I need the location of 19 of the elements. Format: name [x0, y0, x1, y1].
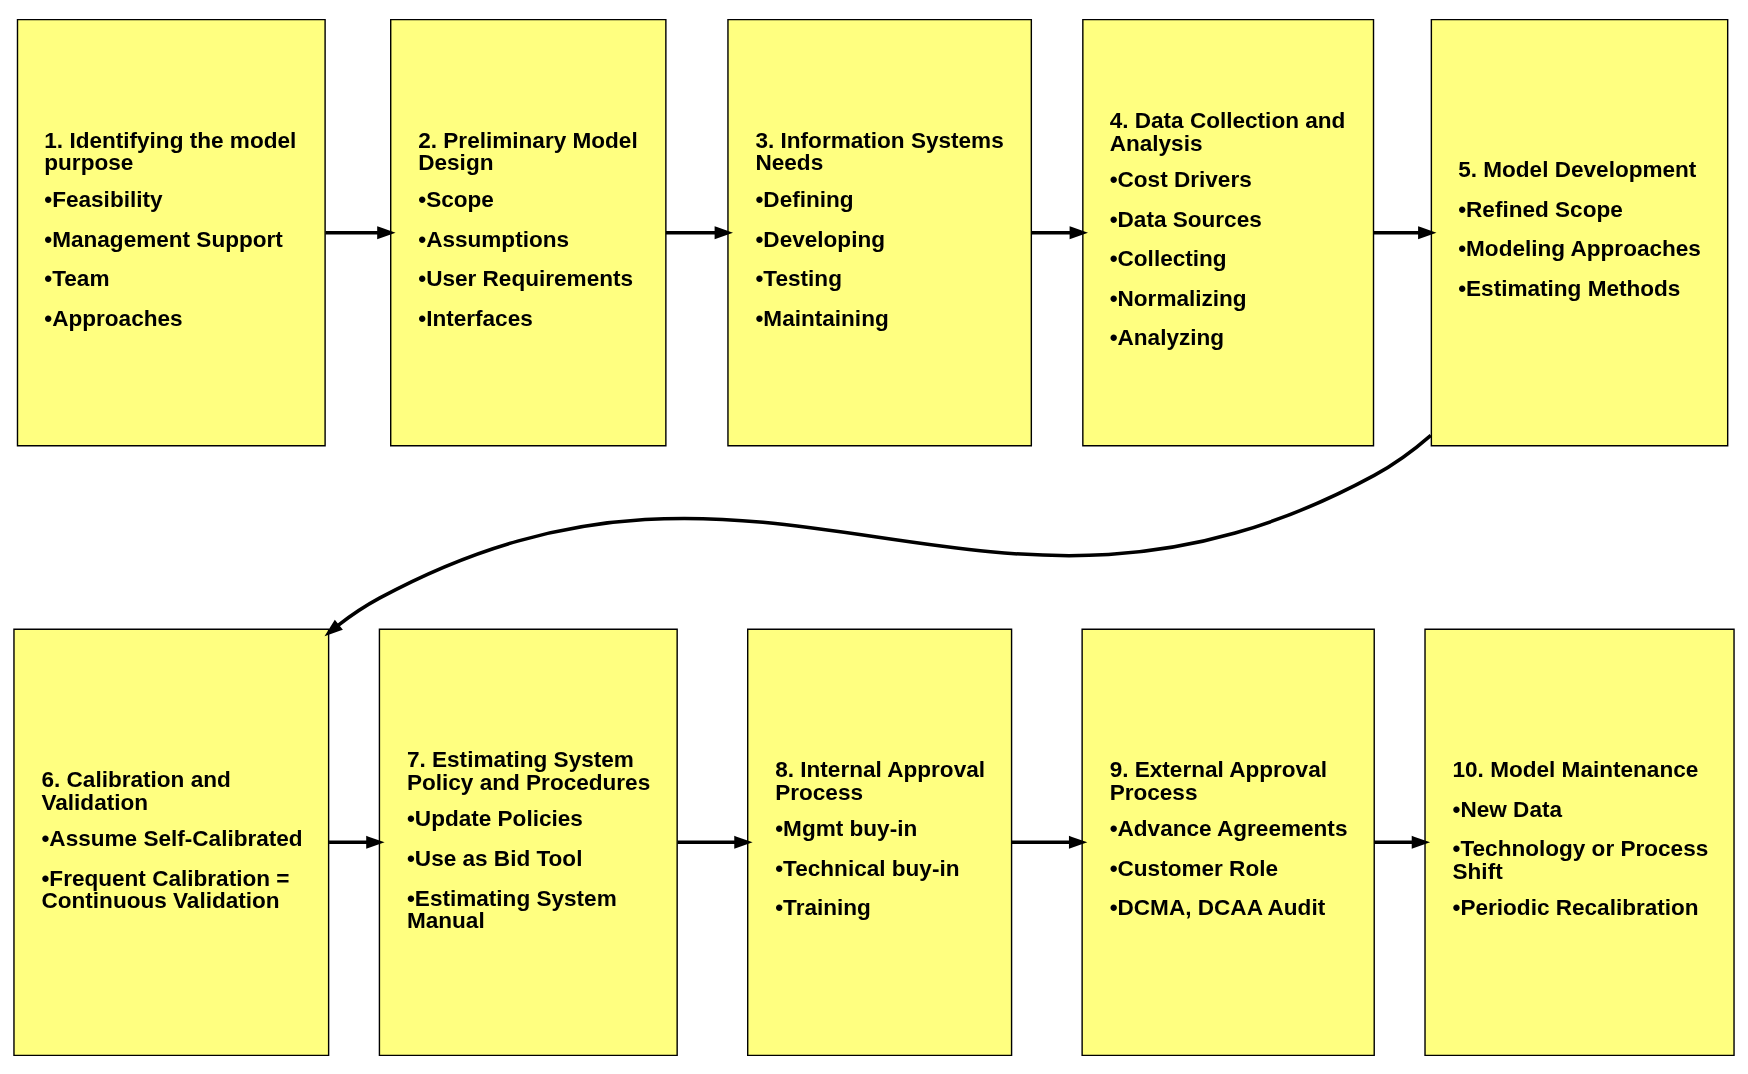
node-box: 7. Estimating System Policy and Procedures •Update Policies •Use as Bid Tool •Estimating System Manual — [378, 628, 678, 1056]
node-box: 6. Calibration and Validation •Assume Self-Calibrated •Frequent Calibration = Continuous Validation — [13, 628, 330, 1056]
node-box: 2. Preliminary Model Design •Scope •Assumptions •User Requirements •Interfaces — [390, 18, 667, 446]
node-box: 3. Information Systems Needs •Defining •Developing •Testing •Maintaining — [727, 18, 1033, 446]
node-box: 9. External Approval Process •Advance Agreements •Customer Role •DCMA, DCAA Audit — [1081, 628, 1375, 1056]
arrow — [325, 225, 396, 239]
arrow — [1373, 225, 1437, 239]
node-box: 4. Data Collection and Analysis •Cost Drivers •Data Sources •Collecting •Normalizing •Analyzing — [1082, 18, 1375, 446]
arrow — [1011, 835, 1088, 849]
node-box: 8. Internal Approval Process •Mgmt buy-in •Technical buy-in •Training — [747, 628, 1013, 1056]
node-box: 5. Model Development •Refined Scope •Modeling Approaches •Estimating Methods — [1430, 18, 1729, 446]
arrow — [665, 225, 733, 239]
arrow — [1031, 225, 1088, 239]
arrow — [329, 835, 385, 849]
node-box: 1. Identifying the model purpose •Feasibility •Management Support •Team •Approaches — [16, 18, 326, 446]
arrow — [324, 433, 1432, 636]
arrow — [677, 835, 753, 849]
arrow — [1374, 835, 1431, 849]
node-box: 10. Model Maintenance •New Data •Technology or Process Shift •Periodic Recalibration — [1424, 628, 1735, 1056]
